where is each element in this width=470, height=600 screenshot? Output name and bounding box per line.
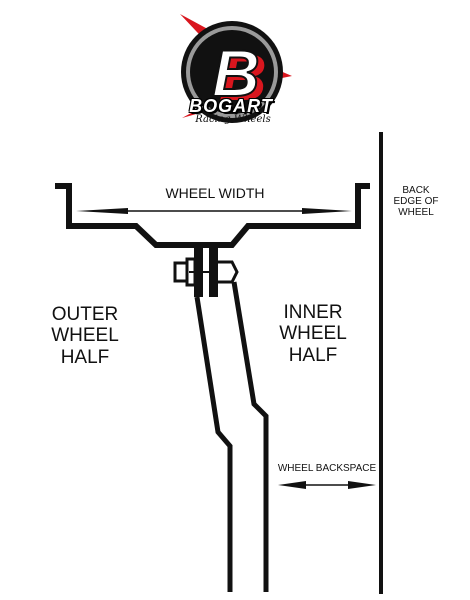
logo-letter: B [212,36,260,110]
backspace-arrow-left [278,481,306,489]
logo-letter-shadow: B [219,40,267,114]
back-edge-line-2: EDGE OF [393,196,439,208]
outer-wheel-half-label: OUTER WHEEL HALF [40,304,130,368]
wheel-width-label: WHEEL WIDTH [165,185,265,201]
inner-half-line-2: WHEEL [279,323,347,345]
outer-half-line-3: HALF [60,346,110,368]
outer-half-line-2: WHEEL [51,325,119,347]
hub-bolt-assembly [173,245,239,297]
back-edge-line-3: WHEEL [398,207,434,219]
brand-tagline: Racing Wheels [195,114,271,125]
brand-wordmark: BOGART [189,96,273,116]
wheel-width-arrow-right [302,208,352,214]
bolt-tip [218,260,239,284]
wheel-backspace-label: WHEEL BACKSPACE [277,463,377,474]
wheel-width-arrow-left [76,208,128,214]
inner-wheel-half-label: INNER WHEEL HALF [268,302,358,366]
inner-wheel-half-profile [231,281,269,592]
logo-inner-disc [190,30,274,114]
bogart-logo: B B [180,14,292,123]
outer-half-line-1: OUTER [51,304,119,325]
back-edge-label: BACK EDGE OF WHEEL [390,185,442,219]
backspace-arrow-right [348,481,376,489]
inner-half-line-3: HALF [288,344,338,366]
back-edge-line-1: BACK [402,185,430,196]
outer-wheel-half-profile [194,296,233,592]
inner-half-line-1: INNER [283,302,343,323]
